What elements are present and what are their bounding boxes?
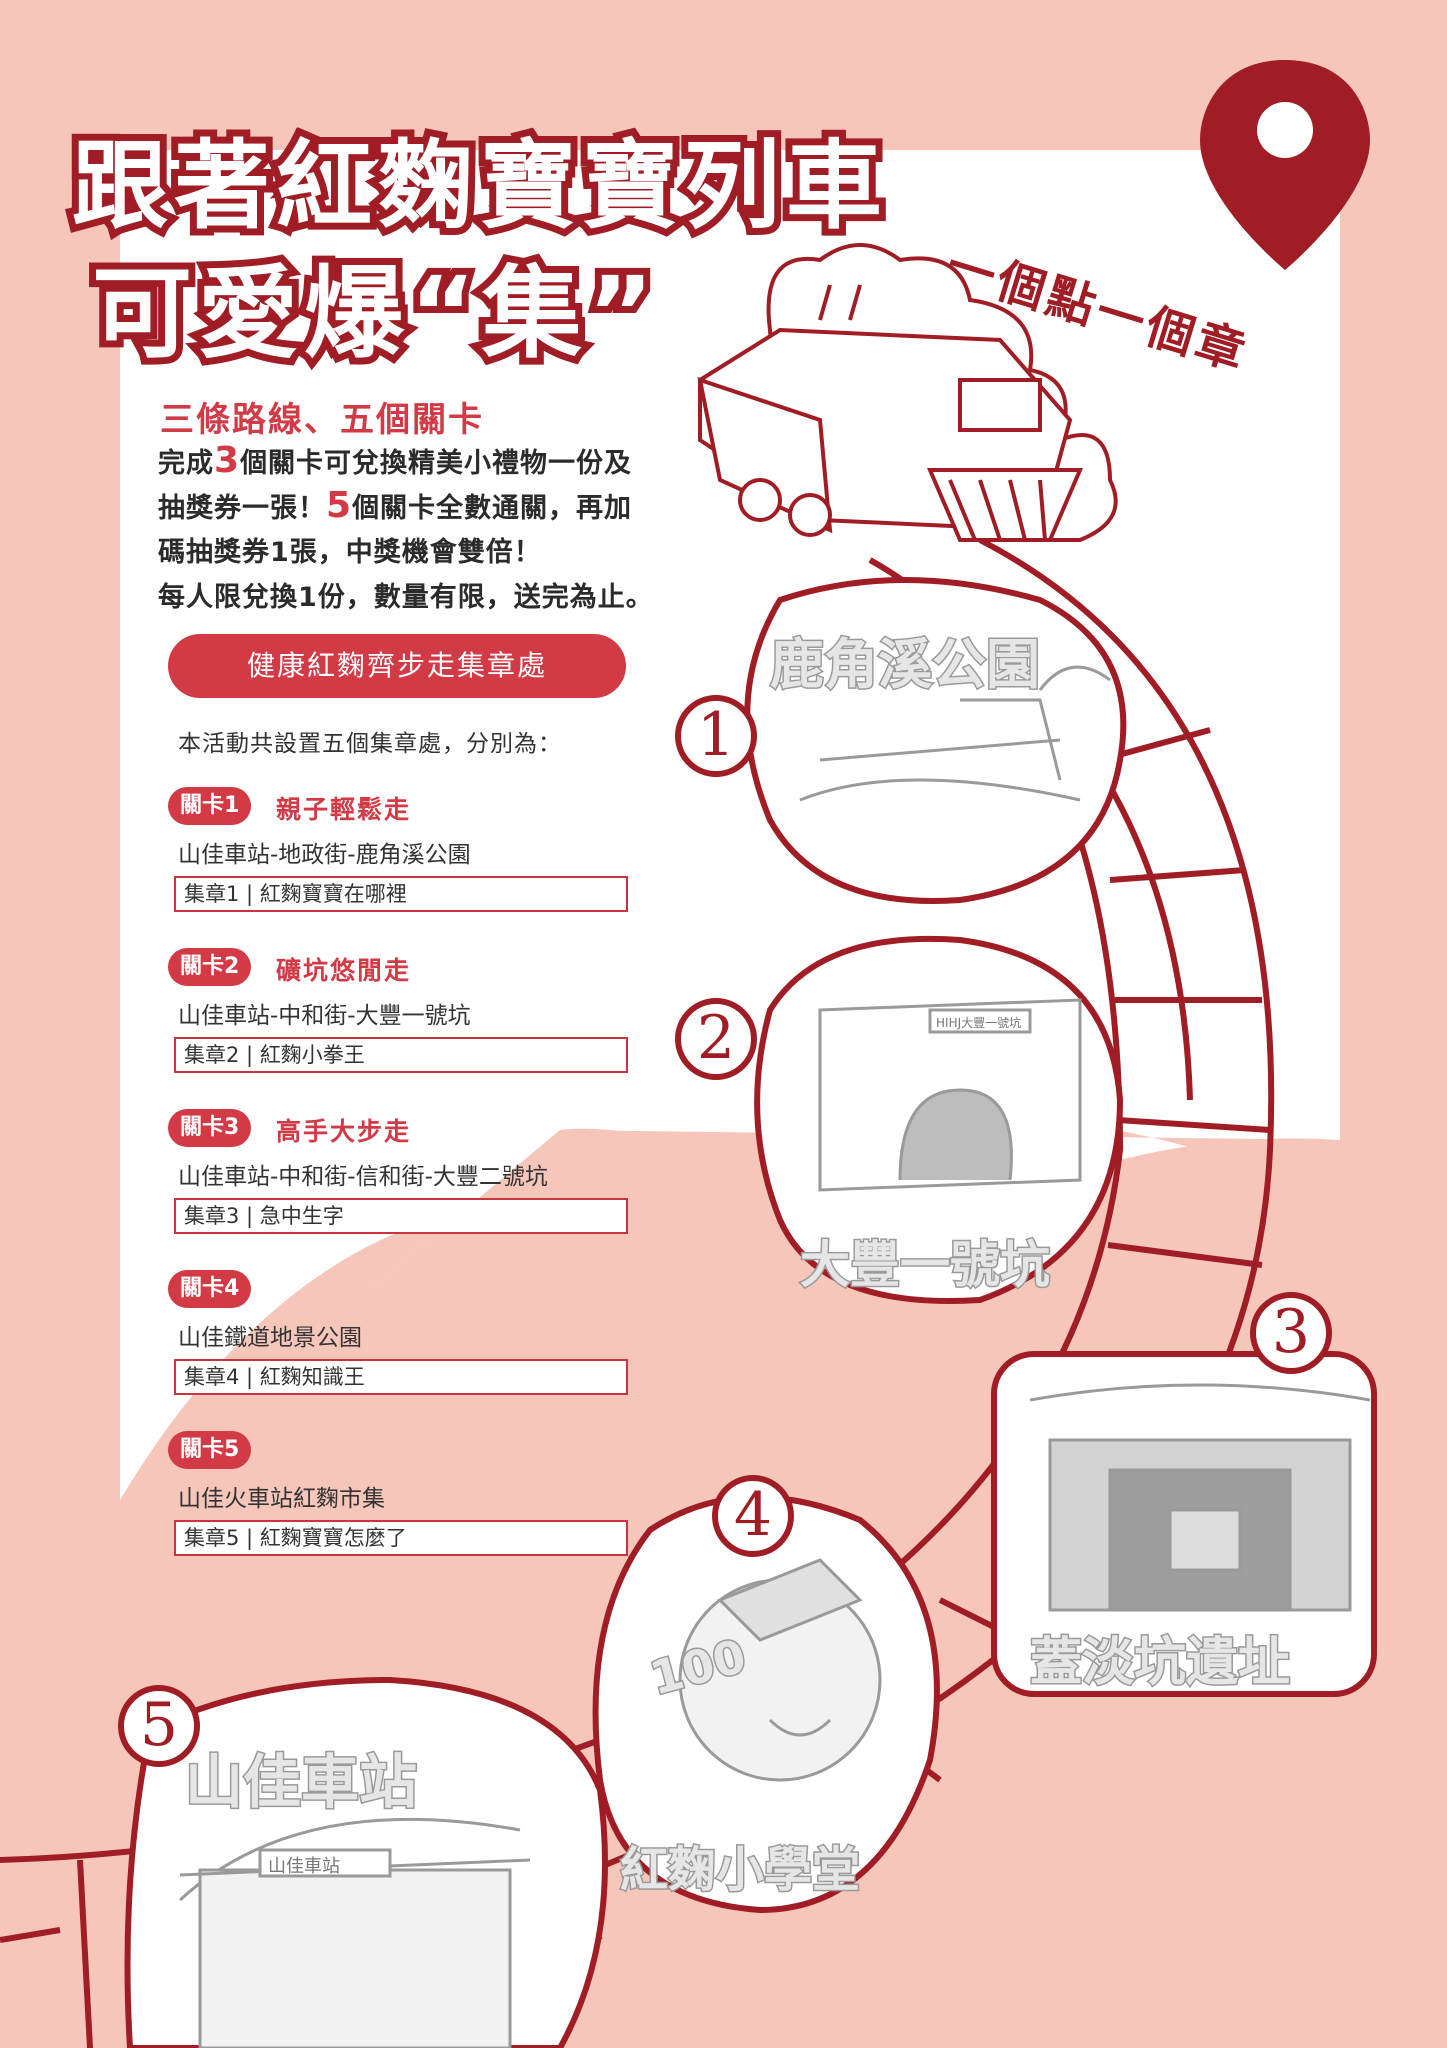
description-line-1: 完成3個關卡可兌換精美小禮物一份及 [158, 440, 632, 481]
poster-title-line-1: 跟著紅麴寶寶列車 [65, 123, 889, 249]
train-illustration [697, 243, 1118, 542]
stage-5-badge: 關卡5 [168, 1431, 252, 1469]
desc-text: 個關卡可兌換精美小禮物一份及 [240, 448, 633, 479]
desc-number-5: 5 [326, 485, 353, 526]
stamp-3-label: 蓋淡坑遺址 [1028, 1632, 1291, 1695]
stage-3-route: 山佳車站-中和街-信和街-大豐二號坑 [178, 1164, 548, 1190]
stage-1-name: 親子輕鬆走 [276, 795, 412, 824]
stage-4-badge: 關卡4 [168, 1270, 252, 1308]
stamp-4-art [678, 1558, 882, 1782]
intro-text: 本活動共設置五個集章處，分別為： [178, 731, 562, 757]
stamp-1-art [799, 665, 1111, 802]
map-pin-icon [1200, 60, 1370, 270]
poster-title-line-2: 可愛爆“集” [85, 248, 660, 379]
description-line-3: 碼抽獎券1張，中獎機會雙倍！ [158, 537, 542, 568]
stage-2-badge: 關卡2 [168, 948, 252, 986]
desc-text: 個關卡全數通關，再加 [352, 493, 633, 524]
stage-4-route: 山佳鐵道地景公園 [178, 1325, 362, 1351]
stamp-marker-5: 5 [118, 1685, 200, 1767]
desc-number-3: 3 [214, 440, 241, 481]
stamp-1-label: 鹿角溪公園 [769, 632, 1042, 698]
stamp-2-label: 大豐一號坑 [799, 1235, 1052, 1296]
stage-1-stamp: 集章1 | 紅麴寶寶在哪裡 [174, 876, 628, 912]
stamp-5-label: 山佳車站 [183, 1747, 418, 1818]
stage-1-badge: 關卡1 [168, 787, 252, 825]
stage-2-route: 山佳車站-中和街-大豐一號坑 [178, 1003, 471, 1029]
stamp-marker-2: 2 [675, 998, 757, 1080]
stamp-2-art [818, 998, 1082, 1192]
description-line-4: 每人限兌換1份，數量有限，送完為止。 [158, 582, 654, 613]
stage-5-stamp: 集章5 | 紅麴寶寶怎麼了 [174, 1520, 628, 1556]
stage-1-route: 山佳車站-地政街-鹿角溪公園 [178, 842, 471, 868]
desc-text: 完成 [158, 448, 214, 479]
description-line-2: 抽獎券一張！5個關卡全數通關，再加 [158, 485, 632, 526]
stamp-2-sign: HIHJ大豐一號坑 [936, 1016, 1022, 1030]
stamp-marker-4: 4 [712, 1475, 794, 1557]
stage-3-badge: 關卡3 [168, 1109, 252, 1147]
stamp-4-label: 紅麴小學堂 [618, 1841, 861, 1900]
desc-text: 抽獎券一張！ [158, 493, 326, 524]
stamp-5-sign: 山佳車站 [268, 1856, 340, 1877]
stamp-1-frame [744, 577, 1127, 904]
stamp-5-art [178, 1817, 531, 2048]
subtitle: 三條路線、五個關卡 [160, 400, 484, 440]
stage-3-stamp: 集章3 | 急中生字 [174, 1198, 628, 1234]
stage-3-name: 高手大步走 [276, 1117, 412, 1146]
stamp-marker-1: 1 [675, 695, 757, 777]
stage-2-stamp: 集章2 | 紅麴小拳王 [174, 1037, 628, 1073]
stage-4-stamp: 集章4 | 紅麴知識王 [174, 1359, 628, 1395]
stamp-3-art [1029, 1383, 1371, 1612]
stamp-location-heading: 健康紅麴齊步走集章處 [168, 634, 626, 698]
stamp-marker-3: 3 [1250, 1292, 1332, 1374]
stage-2-name: 礦坑悠閒走 [276, 956, 412, 985]
stage-5-route: 山佳火車站紅麴市集 [178, 1486, 385, 1512]
